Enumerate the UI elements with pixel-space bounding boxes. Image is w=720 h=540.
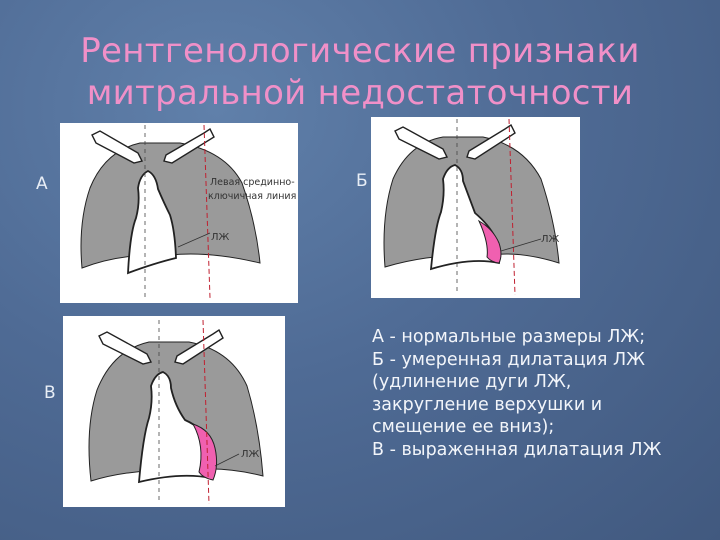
description-line-3: (удлинение дуги ЛЖ,	[372, 372, 572, 392]
label-leader	[214, 453, 240, 467]
clavicle-right	[466, 123, 516, 160]
description-text: А - нормальные размеры ЛЖ; Б - умеренная…	[372, 326, 717, 461]
xray-diagram-b: ЛЖ	[371, 117, 580, 298]
lv-label: ЛЖ	[211, 232, 230, 243]
panel-b-letter: Б	[356, 171, 368, 191]
clavicle-left	[394, 126, 449, 160]
clavicle-right	[174, 328, 224, 365]
left-midclavicular-line	[202, 319, 210, 505]
panel-a-letter: А	[36, 174, 48, 194]
label-leader	[177, 232, 211, 248]
description-line-4: закругление верхушки и	[372, 394, 603, 415]
lv-label: ЛЖ	[541, 234, 560, 245]
clavicle-right	[163, 127, 215, 164]
slide-title-line-1: Рентгенологические признаки	[80, 31, 640, 71]
xray-diagram-c: ЛЖ	[63, 316, 285, 507]
description-line-5: смещение ее вниз);	[372, 417, 555, 437]
panel-c-letter: В	[44, 383, 56, 403]
xray-diagram-a-svg: Левая срединно- ключичная линия ЛЖ	[80, 124, 296, 299]
lv-label: ЛЖ	[241, 449, 260, 460]
clavicle-left	[91, 130, 144, 164]
lv-highlight	[477, 219, 502, 264]
heart-shadow	[127, 169, 177, 275]
left-midclavicular-line	[508, 118, 516, 296]
midclavicular-line-label-1: Левая срединно-	[210, 177, 295, 188]
description-line-2: Б - умеренная дилатация ЛЖ	[372, 349, 646, 370]
description-line-6: В - выраженная дилатация ЛЖ	[372, 439, 662, 460]
xray-diagram-c-svg: ЛЖ	[88, 319, 264, 505]
label-leader	[500, 238, 542, 252]
midclavicular-line-label-2: ключичная линия	[208, 191, 296, 202]
lv-highlight	[191, 423, 218, 481]
xray-diagram-a: Левая срединно- ключичная линия ЛЖ	[60, 123, 298, 303]
description-line-1: А - нормальные размеры ЛЖ;	[372, 327, 646, 347]
xray-diagram-b-svg: ЛЖ	[383, 118, 560, 296]
left-midclavicular-line	[203, 124, 211, 299]
clavicle-left	[98, 331, 153, 365]
slide-title-line-2: митральной недостаточности	[86, 73, 634, 113]
